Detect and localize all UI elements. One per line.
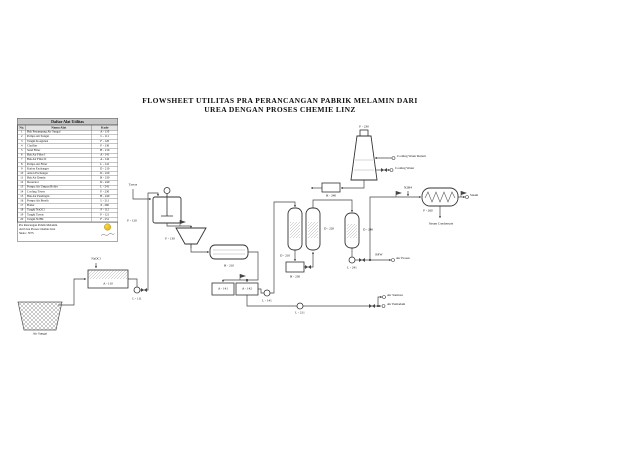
pump-label-l211: L - 211 [295, 311, 305, 315]
equipment-label-f130: F - 130 [165, 237, 175, 241]
stream-label-bfw: BFW [375, 253, 383, 257]
signature-scribble [100, 233, 115, 236]
pump-l211-icon [296, 302, 304, 310]
stream-label-n2h4: N2H4 [403, 186, 413, 190]
demin-basin-h230 [285, 261, 305, 273]
cooling-basin-h240 [321, 182, 341, 193]
equipment-label-a142: A - 142 [242, 287, 252, 291]
footer-line-2: dari Urea Proses Chemie Linz [19, 228, 56, 232]
deaerator-d240 [344, 212, 360, 249]
river-intake [17, 301, 63, 331]
cation-exchanger-d210 [287, 207, 303, 251]
footer-line-1: Pra Rancangan Pabrik Melamin [19, 224, 58, 228]
coagulation-tank-f120 [152, 187, 182, 224]
stream-label-air-sungai: Air Sungai [32, 332, 48, 336]
legend-title: Daftar Alat Utilitas [17, 118, 118, 125]
equipment-label-f230: F - 230 [359, 125, 369, 129]
equipment-label-h230: H - 230 [289, 275, 301, 279]
filtered-water-basin-a141 [211, 282, 235, 296]
agitator-motor-icon [163, 187, 171, 194]
footer-line-3: Skala : NTS [19, 232, 34, 236]
heating-coil-icon [424, 191, 456, 203]
stream-label-cw-return: Cooling Water Return [397, 155, 427, 159]
approval-stamp-icon [104, 223, 111, 231]
filtered-water-basin-a142 [235, 282, 259, 296]
equipment-label-h210: H - 210 [223, 264, 235, 268]
legend-row: 3 Tangki Koagulasi F - 120 [17, 138, 118, 145]
stream-label-tawas: Tawas [128, 183, 138, 187]
stream-label-air-pemadam: Air Pemadam [387, 303, 406, 307]
pump-l111-icon [133, 286, 141, 294]
equipment-legend: Daftar Alat Utilitas No. Nama Alat Kode … [17, 118, 119, 365]
stream-label-naocl: NaOCl [91, 257, 101, 261]
equipment-label-a141: A - 141 [218, 287, 228, 291]
pumps-group [133, 256, 356, 310]
stream-label-cw-supply: Cooling Water [395, 167, 415, 171]
page-title: FLOWSHEET UTILITAS PRA PERANCANGAN PABRI… [110, 96, 450, 114]
equipment-label-p260: P - 260 [423, 209, 433, 213]
pump-label-l141: L - 141 [262, 299, 272, 303]
equipment-label-d240: D - 240 [362, 228, 374, 232]
stream-label-steam: Steam [470, 194, 479, 198]
stream-label-air-sanitasi: Air Sanitasi [387, 294, 403, 298]
valve-icons [141, 168, 387, 308]
title-line-2: UREA DENGAN PROSES CHEMIE LINZ [204, 105, 356, 114]
stream-label-air-proses: Air Proses [396, 257, 410, 261]
legend-row-code: F - 251 [91, 217, 118, 223]
stream-label-steam-cond: Steam Condensate [428, 222, 454, 226]
equipment-label-a110: A - 110 [103, 282, 113, 286]
clarifier-f130 [175, 227, 207, 248]
legend-footer: Pra Rancangan Pabrik Melamin dari Urea P… [17, 222, 118, 241]
pump-label-l111: L - 111 [132, 297, 142, 301]
pump-label-l241: L - 241 [347, 266, 357, 270]
equipment-label-f120: F - 120 [127, 219, 137, 223]
equipment-label-h240: H - 240 [325, 194, 337, 198]
legend-table: No. Nama Alat Kode 1 Bak Penampung Air S… [17, 125, 118, 223]
anion-exchanger-d220 [305, 207, 321, 251]
pump-l141-icon [263, 289, 271, 297]
title-line-1: FLOWSHEET UTILITAS PRA PERANCANGAN PABRI… [142, 96, 418, 105]
piping [58, 156, 465, 308]
sand-filter-h210 [209, 244, 249, 260]
cooling-tower-f230 [350, 129, 378, 181]
equipment-label-d210: D - 210 [279, 254, 291, 258]
settling-basin-a110 [87, 269, 129, 289]
equipment-label-d220: D - 220 [323, 227, 335, 231]
pump-l241-icon [348, 256, 356, 264]
connector-icons [381, 156, 469, 308]
legend-row: 20 Tangki N2H4 F - 251 [17, 217, 118, 223]
boiler-p260 [421, 187, 459, 207]
pipe-junctions [245, 258, 380, 308]
legend-header-row: No. Nama Alat Kode [17, 125, 118, 131]
